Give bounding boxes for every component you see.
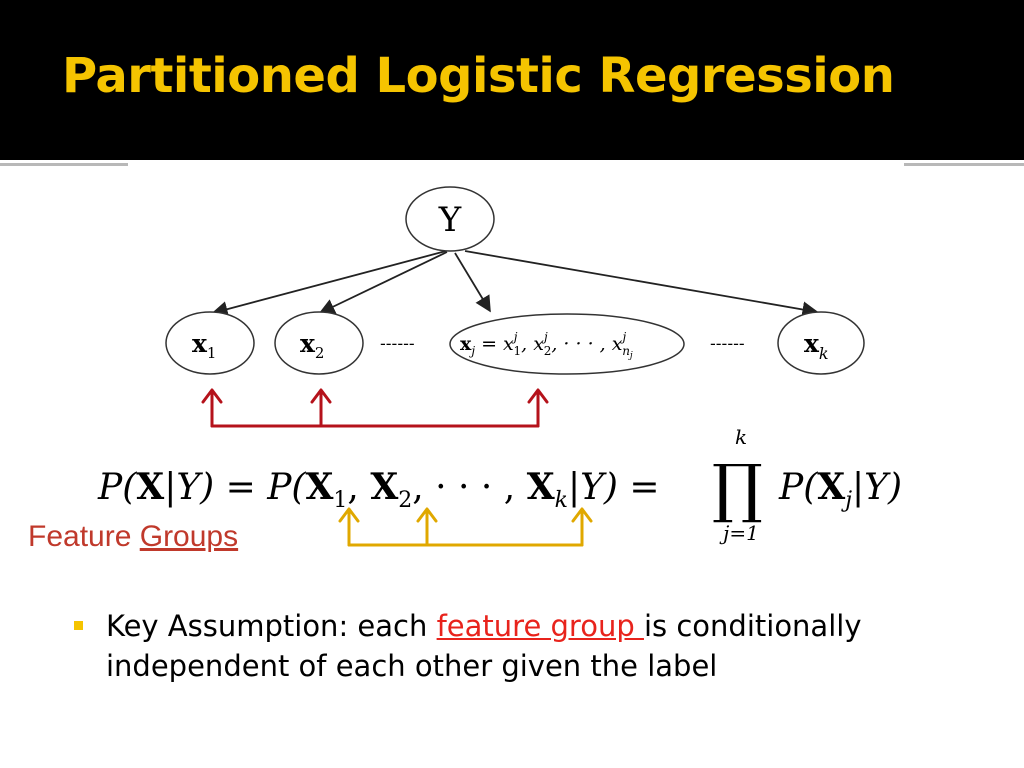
divider-right — [904, 163, 1024, 166]
feature-group-link[interactable]: feature group — [436, 609, 644, 643]
node-x2-label: x2 — [300, 329, 324, 362]
product-symbol: ∏ — [712, 452, 763, 526]
node-xk-label: xk — [804, 329, 829, 363]
equation-rhs: P(Xj|Y) — [778, 466, 902, 513]
bullet-square-icon — [74, 621, 83, 630]
title-bar: Partitioned Logistic Regression — [0, 0, 1024, 160]
product-upper-limit: k — [735, 425, 747, 449]
feature-group-arrows-yellow — [338, 507, 593, 547]
node-y — [405, 186, 495, 252]
product-lower-limit: j=1 — [719, 521, 759, 545]
edge-y-xk — [464, 250, 819, 318]
node-xj — [449, 313, 685, 375]
node-x1-label: x1 — [192, 329, 216, 362]
equation: P(X|Y) = P(X1, X2, · · · , Xk|Y) = — [97, 466, 660, 513]
node-y-label: Y — [438, 200, 462, 240]
node-x1 — [165, 311, 255, 375]
dashes-right: ------ — [710, 334, 745, 353]
edge-y-x1 — [211, 250, 447, 318]
feature-groups-caption: Feature Groups — [28, 520, 239, 553]
divider-left — [0, 163, 128, 166]
bullet-key-assumption: Key Assumption: each feature group is co… — [74, 606, 974, 686]
node-xk — [777, 311, 865, 375]
node-x2 — [274, 311, 364, 375]
feature-group-arrows-red — [201, 388, 549, 428]
edge-y-xj — [454, 252, 491, 313]
dashes-left: ------ — [380, 334, 415, 353]
edge-y-x2 — [318, 251, 448, 314]
slide-title: Partitioned Logistic Regression — [62, 48, 895, 104]
